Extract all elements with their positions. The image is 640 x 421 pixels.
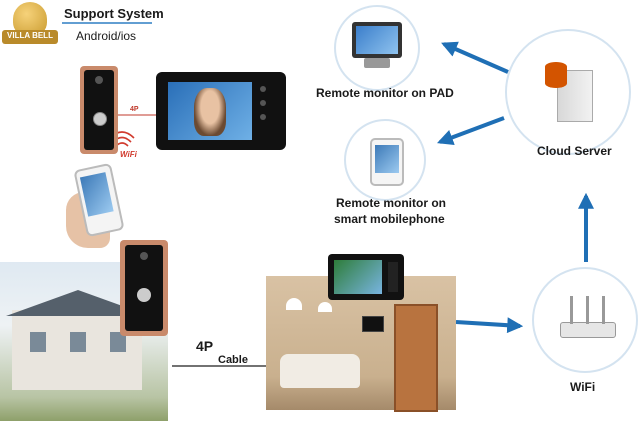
- wifi-label: WiFi: [570, 380, 596, 394]
- arrow-cloud-to-pad: [441, 41, 509, 74]
- support-subtitle: Android/ios: [76, 29, 137, 43]
- tablet-stand: [364, 58, 390, 68]
- indoor-monitor-top: [156, 72, 286, 150]
- indoor-monitor-room: [328, 254, 404, 300]
- database-icon: [545, 62, 567, 88]
- logo-text: VILLA BELL: [7, 31, 53, 40]
- cable-label: Cable: [218, 354, 248, 366]
- doorbell-camera-top: [80, 66, 118, 154]
- mobile-phone-device: [370, 138, 404, 186]
- small-monitor: [362, 316, 384, 332]
- arrow-room-to-wifi: [455, 317, 524, 334]
- wire-4p-label: 4P: [196, 338, 214, 354]
- arrow-cloud-to-phone: [437, 116, 505, 145]
- cloud-server-icon: [545, 62, 593, 122]
- hand-phone-left: [64, 162, 125, 250]
- pad-label: Remote monitor on PAD: [316, 86, 454, 100]
- doorbell-camera-outdoor: [120, 240, 168, 336]
- lamp-icon: [286, 298, 302, 310]
- wooden-door: [394, 304, 438, 412]
- wifi-circle: [532, 267, 638, 373]
- phone-label-line1: Remote monitor on: [336, 196, 446, 210]
- wifi-small-label: WiFi: [120, 150, 137, 159]
- wifi-router-icon: [560, 296, 616, 342]
- tablet-device: [352, 22, 402, 58]
- call-button-icon: [93, 112, 107, 126]
- monitor-screen: [168, 82, 252, 140]
- brand-logo: VILLA BELL: [2, 2, 58, 50]
- sofa-icon: [280, 354, 360, 388]
- camera-lens-icon: [95, 76, 103, 84]
- phone-label-line2: smart mobilephone: [334, 212, 445, 226]
- support-title: Support System: [64, 6, 164, 21]
- wire-4p-small-label: 4P: [130, 106, 139, 113]
- cloud-label: Cloud Server: [537, 144, 612, 158]
- face-image: [194, 88, 226, 136]
